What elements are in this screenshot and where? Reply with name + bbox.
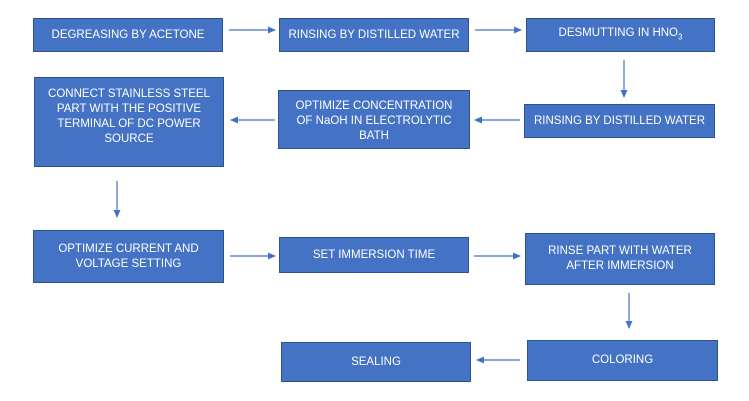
node-coloring-label: COLORING xyxy=(591,354,654,366)
node-optimize-current-label: OPTIMIZE CURRENT AND VOLTAGE SETTING xyxy=(58,242,199,270)
node-rinsing-2-label: RINSING BY DISTILLED WATER xyxy=(533,114,706,127)
subscript-3: 3 xyxy=(678,32,683,42)
node-rinsing-1: RINSING BY DISTILLED WATER xyxy=(279,18,469,52)
node-connect-part-label: CONNECT STAINLESS STEEL PART WITH THE PO… xyxy=(48,88,210,145)
node-desmutting-label: DESMUTTING IN HNO3 xyxy=(558,26,683,42)
node-immersion-time-label: SET IMMERSION TIME xyxy=(312,248,436,261)
node-immersion-time: SET IMMERSION TIME xyxy=(279,237,469,273)
node-rinse-part: RINSE PART WITH WATER AFTER IMMERSION xyxy=(525,233,715,285)
node-rinsing-1-label: RINSING BY DISTILLED WATER xyxy=(288,28,460,41)
node-degreasing: DEGREASING BY ACETONE xyxy=(33,18,223,52)
node-degreasing-label: DEGREASING BY ACETONE xyxy=(51,28,205,41)
node-sealing-label: SEALING xyxy=(351,355,401,368)
node-optimize-naoh-label: OPTIMIZE CONCENTRATION OF NaOH IN ELECTR… xyxy=(295,100,453,142)
node-connect-part: CONNECT STAINLESS STEEL PART WITH THE PO… xyxy=(34,77,224,167)
node-coloring: COLORING xyxy=(527,340,718,381)
node-rinsing-2: RINSING BY DISTILLED WATER xyxy=(524,104,715,138)
node-rinse-part-label: RINSE PART WITH WATER AFTER IMMERSION xyxy=(548,245,692,272)
node-optimize-naoh: OPTIMIZE CONCENTRATION OF NaOH IN ELECTR… xyxy=(278,90,470,149)
node-sealing: SEALING xyxy=(281,342,471,382)
node-desmutting: DESMUTTING IN HNO3 xyxy=(526,18,715,52)
node-optimize-current: OPTIMIZE CURRENT AND VOLTAGE SETTING xyxy=(33,230,224,283)
